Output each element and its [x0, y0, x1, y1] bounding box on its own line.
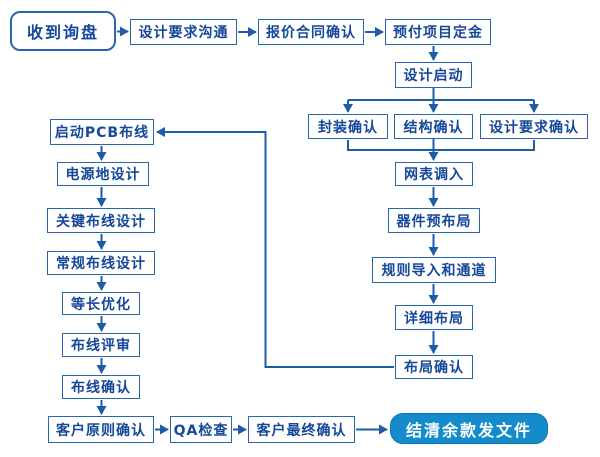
node-placement-confirm: 布局确认	[395, 355, 473, 379]
node-design-requirement-communicate: 设计要求沟通	[130, 19, 237, 45]
node-design-requirement-confirm: 设计要求确认	[480, 114, 588, 139]
node-detailed-placement: 详细布局	[395, 305, 473, 330]
connector-placement-to-routing	[156, 127, 394, 368]
node-customer-final-confirm: 客户最终确认	[248, 416, 355, 443]
node-component-pre-placement: 器件预布局	[388, 208, 480, 233]
node-routing-confirm: 布线确认	[62, 375, 140, 399]
node-prepay-project-deposit: 预付项目定金	[385, 19, 491, 45]
node-netlist-import: 网表调入	[395, 162, 473, 186]
node-design-kickoff: 设计启动	[395, 62, 472, 88]
node-general-routing-design: 常规布线设计	[47, 251, 155, 275]
merge-connector	[347, 140, 535, 151]
node-footprint-confirm: 封装确认	[308, 114, 388, 139]
node-start-pcb-routing: 启动PCB布线	[50, 119, 154, 145]
node-customer-principle-confirm: 客户原则确认	[48, 416, 154, 443]
node-qa-check: QA检查	[170, 416, 232, 443]
node-length-matching-optimization: 等长优化	[62, 292, 140, 315]
node-settle-balance-send-files: 结清余款发文件	[390, 413, 548, 444]
branch-connector	[348, 88, 534, 101]
node-structure-confirm: 结构确认	[394, 114, 473, 139]
node-quotation-contract-confirm: 报价合同确认	[258, 19, 364, 45]
node-power-ground-design: 电源地设计	[57, 162, 149, 186]
node-receive-inquiry: 收到询盘	[10, 11, 116, 51]
node-critical-routing-design: 关键布线设计	[47, 208, 155, 233]
node-routing-review: 布线评审	[62, 333, 140, 357]
node-rules-import-and-channel: 规则导入和通道	[372, 257, 496, 283]
